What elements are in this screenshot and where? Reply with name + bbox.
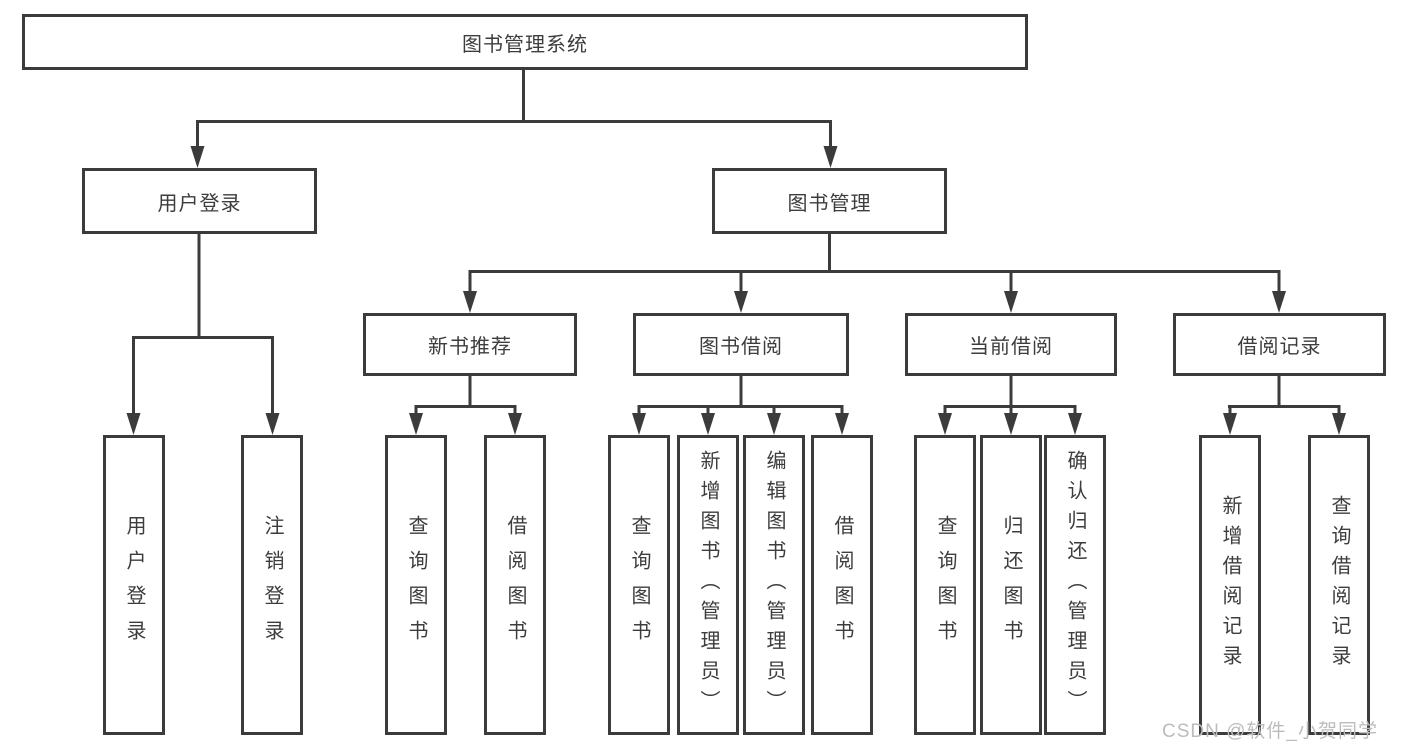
leaf-query-borrow-record-label: 查询借阅记录 bbox=[1328, 495, 1350, 675]
leaf-return-books-label: 归还图书 bbox=[1000, 515, 1022, 655]
node-root-system: 图书管理系统 bbox=[22, 14, 1028, 70]
leaf-confirm-return-admin-label: 确认归还（管理员） bbox=[1064, 450, 1086, 720]
node-user-login-label: 用户登录 bbox=[157, 192, 242, 215]
connector-new-book-children bbox=[414, 376, 517, 416]
leaf-query-borrow-record: 查询借阅记录 bbox=[1308, 435, 1370, 735]
arrow-down-icon bbox=[767, 413, 781, 435]
leaf-return-books: 归还图书 bbox=[980, 435, 1042, 735]
connector-current-borrow-children bbox=[943, 376, 1077, 416]
node-user-login: 用户登录 bbox=[82, 168, 317, 234]
leaf-borrow-query-books: 查询图书 bbox=[608, 435, 670, 735]
leaf-borrow-books: 借阅图书 bbox=[811, 435, 873, 735]
connector-borrow-records-children bbox=[1228, 376, 1341, 416]
leaf-edit-books-admin: 编辑图书（管理员） bbox=[743, 435, 805, 735]
leaf-borrow-books-label: 借阅图书 bbox=[831, 515, 853, 655]
arrow-down-icon bbox=[463, 291, 477, 313]
leaf-edit-books-admin-label: 编辑图书（管理员） bbox=[763, 450, 785, 720]
connector-book-management-children bbox=[468, 233, 1281, 294]
arrow-down-icon bbox=[1332, 413, 1346, 435]
node-book-borrow-label: 图书借阅 bbox=[699, 336, 783, 358]
arrow-down-icon bbox=[823, 146, 838, 168]
leaf-confirm-return-admin: 确认归还（管理员） bbox=[1044, 435, 1106, 735]
leaf-recommend-borrow-books: 借阅图书 bbox=[484, 435, 546, 735]
leaf-recommend-query-books-label: 查询图书 bbox=[405, 515, 427, 655]
leaf-user-login-label: 用户登录 bbox=[123, 515, 145, 655]
arrow-down-icon bbox=[1004, 291, 1018, 313]
connector-book-borrow-children bbox=[637, 376, 844, 416]
node-current-borrow-label: 当前借阅 bbox=[969, 336, 1053, 358]
leaf-add-borrow-record: 新增借阅记录 bbox=[1199, 435, 1261, 735]
arrow-down-icon bbox=[126, 413, 141, 435]
node-borrow-records-label: 借阅记录 bbox=[1237, 336, 1322, 358]
leaf-add-borrow-record-label: 新增借阅记录 bbox=[1219, 495, 1241, 675]
arrow-down-icon bbox=[938, 413, 952, 435]
leaf-recommend-borrow-books-label: 借阅图书 bbox=[504, 515, 526, 655]
connector-root-to-level2 bbox=[196, 69, 832, 150]
arrow-down-icon bbox=[1004, 413, 1018, 435]
arrow-down-icon bbox=[409, 413, 423, 435]
node-book-management: 图书管理 bbox=[712, 168, 947, 234]
leaf-logout: 注销登录 bbox=[241, 435, 303, 735]
arrow-down-icon bbox=[1223, 413, 1237, 435]
node-current-borrow: 当前借阅 bbox=[905, 313, 1117, 376]
arrow-down-icon bbox=[1068, 413, 1082, 435]
node-root-system-label: 图书管理系统 bbox=[462, 33, 588, 56]
leaf-borrow-query-books-label: 查询图书 bbox=[628, 515, 650, 655]
arrow-down-icon bbox=[265, 413, 280, 435]
leaf-add-books-admin-label: 新增图书（管理员） bbox=[697, 450, 719, 720]
leaf-recommend-query-books: 查询图书 bbox=[385, 435, 447, 735]
arrow-down-icon bbox=[632, 413, 646, 435]
arrowheads bbox=[126, 146, 1346, 435]
watermark: CSDN @软件_小贺同学 bbox=[1162, 721, 1378, 742]
connector-paths bbox=[132, 69, 1341, 416]
leaf-logout-label: 注销登录 bbox=[261, 515, 283, 655]
node-book-borrow: 图书借阅 bbox=[633, 313, 849, 376]
node-new-book-recommend-label: 新书推荐 bbox=[428, 336, 512, 358]
leaf-current-query-books: 查询图书 bbox=[914, 435, 976, 735]
connector-user-login-children bbox=[132, 233, 274, 416]
node-borrow-records: 借阅记录 bbox=[1173, 313, 1386, 376]
leaf-current-query-books-label: 查询图书 bbox=[934, 515, 956, 655]
node-book-management-label: 图书管理 bbox=[787, 192, 872, 215]
node-new-book-recommend: 新书推荐 bbox=[363, 313, 577, 376]
arrow-down-icon bbox=[1272, 291, 1286, 313]
arrow-down-icon bbox=[835, 413, 849, 435]
arrow-down-icon bbox=[190, 146, 205, 168]
arrow-down-icon bbox=[701, 413, 715, 435]
arrow-down-icon bbox=[734, 291, 748, 313]
leaf-user-login: 用户登录 bbox=[103, 435, 165, 735]
leaf-add-books-admin: 新增图书（管理员） bbox=[677, 435, 739, 735]
arrow-down-icon bbox=[508, 413, 522, 435]
